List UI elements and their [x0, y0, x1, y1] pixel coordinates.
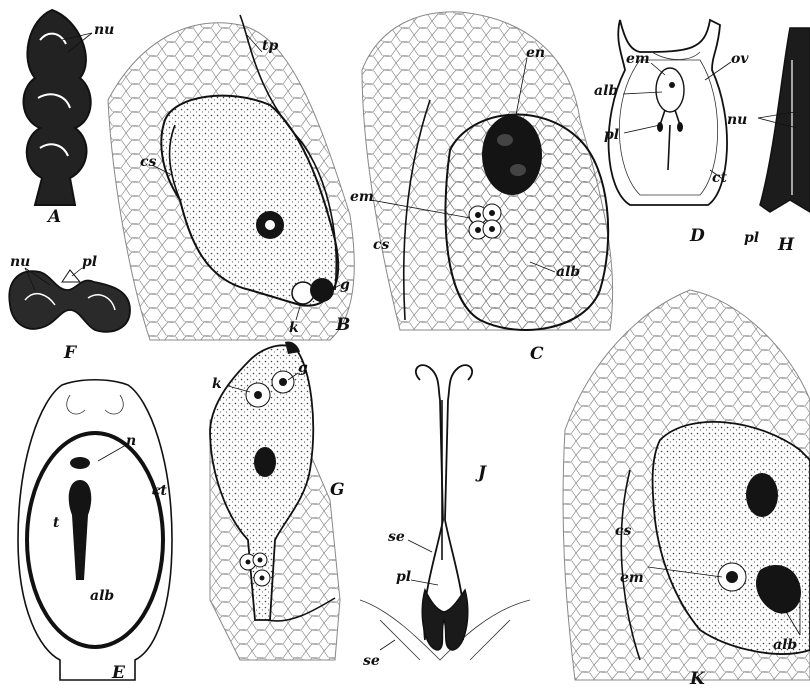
- figure-g-label-2: g: [298, 360, 308, 376]
- figure-b-label-4: k: [289, 320, 299, 336]
- figure-c: en em cs alb C: [350, 12, 613, 364]
- figure-j-caption: J: [475, 463, 487, 483]
- figure-c-caption: C: [530, 344, 544, 364]
- figure-f-label-1: nu: [10, 254, 30, 270]
- figure-d-label-2: alb: [594, 83, 618, 99]
- figure-k-label-1: cs: [615, 523, 632, 539]
- figure-j-label-1: se: [388, 529, 405, 545]
- figure-e: n t ct alb E: [18, 380, 172, 683]
- figure-e-label-2: t: [53, 515, 60, 531]
- figure-d-label-4: pl: [604, 127, 619, 143]
- figure-b: tp cs g k B: [108, 15, 354, 340]
- figure-d: em alb ov pl ct D: [594, 20, 749, 246]
- figure-g-caption: G: [330, 480, 345, 500]
- figure-b-label-1: tp: [262, 38, 278, 54]
- figure-g: k g G: [210, 342, 345, 660]
- figure-b-label-3: g: [340, 277, 350, 293]
- figure-h-drawing: [760, 28, 810, 212]
- figure-h-label-1: nu: [727, 112, 747, 128]
- figure-g-label-1: k: [212, 376, 222, 392]
- figure-j: se pl se J: [360, 365, 530, 669]
- figure-c-label-1: en: [526, 45, 545, 61]
- figure-e-outer: [18, 380, 172, 680]
- figure-k: cs em alb K: [563, 290, 810, 689]
- figure-k-caption: K: [689, 669, 706, 689]
- figure-j-placenta: [422, 590, 468, 650]
- figure-c-label-4: alb: [556, 264, 580, 280]
- figure-c-label-2: em: [350, 189, 374, 205]
- figure-e-caption: E: [111, 663, 126, 683]
- figure-k-label-2: em: [620, 570, 644, 586]
- figure-d-label-1: em: [626, 51, 650, 67]
- figure-k-label-3: alb: [773, 637, 797, 653]
- figure-b-label-2: cs: [140, 154, 157, 170]
- figure-f: nu pl F: [9, 254, 130, 363]
- figure-a-label-1: nu: [94, 22, 114, 38]
- figure-d-label-5: ct: [712, 170, 728, 186]
- figure-d-caption: D: [689, 226, 705, 246]
- figure-j-label-3: se: [363, 653, 380, 669]
- figure-b-caption: B: [335, 315, 350, 335]
- figure-a-caption: A: [46, 207, 61, 227]
- figure-e-label-3: ct: [152, 483, 168, 499]
- figure-e-label-4: alb: [90, 588, 114, 604]
- figure-e-label-1: n: [126, 433, 136, 449]
- figure-h-label-2: pl: [744, 230, 759, 246]
- figure-c-label-3: cs: [373, 237, 390, 253]
- figure-f-label-2: pl: [82, 254, 97, 270]
- figure-d-outer: [609, 20, 727, 205]
- figure-d-label-3: ov: [731, 51, 749, 67]
- figure-a: nu A: [24, 10, 115, 227]
- figure-h-caption: H: [777, 235, 795, 255]
- figure-f-caption: F: [63, 343, 78, 363]
- figure-a-drawing: [24, 10, 91, 205]
- figure-j-label-2: pl: [396, 569, 411, 585]
